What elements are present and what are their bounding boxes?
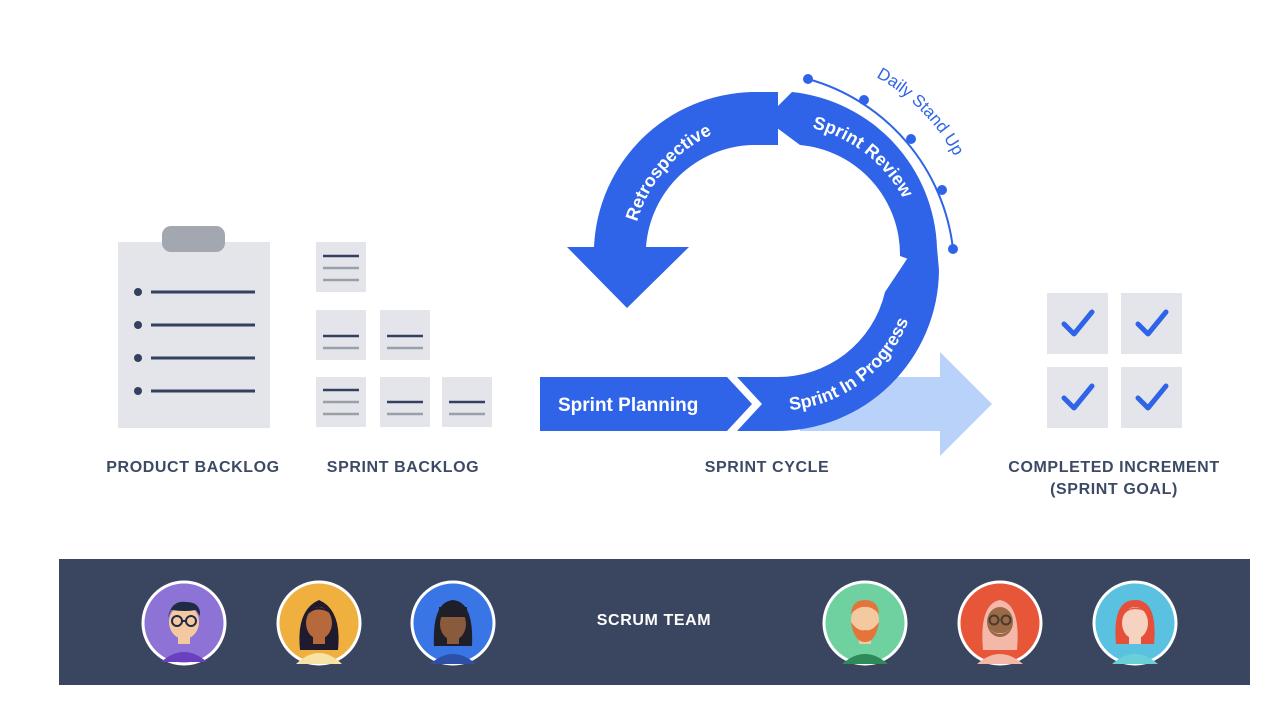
sprint-review-arrow xyxy=(765,92,939,270)
person-red-hair-avatar-icon xyxy=(1092,580,1178,666)
scrum-team-label: SCRUM TEAM xyxy=(596,612,712,629)
daily-standup-track xyxy=(803,74,958,254)
backlog-card xyxy=(442,377,492,427)
check-card xyxy=(1121,293,1182,354)
sprint-cycle-caption: SPRINT CYCLE xyxy=(704,459,830,476)
check-icon xyxy=(1061,383,1095,411)
check-icon xyxy=(1061,309,1095,337)
product-backlog-clipboard-icon xyxy=(118,226,270,428)
check-card xyxy=(1047,367,1108,428)
check-card xyxy=(1047,293,1108,354)
person-glasses-avatar-icon xyxy=(141,580,227,666)
person-bangs-avatar-icon xyxy=(410,580,496,666)
sprint-goal-line: (SPRINT GOAL) xyxy=(1050,481,1178,498)
backlog-card xyxy=(380,310,430,360)
person-beard-avatar-icon xyxy=(822,580,908,666)
completed-increment-caption: COMPLETED INCREMENT (SPRINT GOAL) xyxy=(1008,457,1219,501)
sprint-backlog-caption: SPRINT BACKLOG xyxy=(326,459,480,476)
retrospective-arrow xyxy=(567,92,778,308)
check-icon xyxy=(1135,309,1169,337)
completed-increment-icon xyxy=(1047,293,1182,428)
check-card xyxy=(1121,367,1182,428)
person-long-hair-avatar-icon xyxy=(276,580,362,666)
backlog-card xyxy=(316,377,366,427)
sprint-planning-arrow xyxy=(540,377,752,431)
sprint-backlog-cards-icon xyxy=(316,242,492,427)
backlog-card xyxy=(380,377,430,427)
check-icon xyxy=(1135,383,1169,411)
backlog-card xyxy=(316,310,366,360)
product-backlog-caption: PRODUCT BACKLOG xyxy=(106,459,280,476)
person-glasses-beard-avatar-icon xyxy=(957,580,1043,666)
completed-increment-line: COMPLETED INCREMENT xyxy=(1008,459,1220,476)
sprint-in-progress-arrow xyxy=(737,256,939,432)
scrum-team-bar xyxy=(59,559,1250,685)
sprint-planning-label: Sprint Planning xyxy=(558,395,698,416)
backlog-card xyxy=(316,242,366,292)
